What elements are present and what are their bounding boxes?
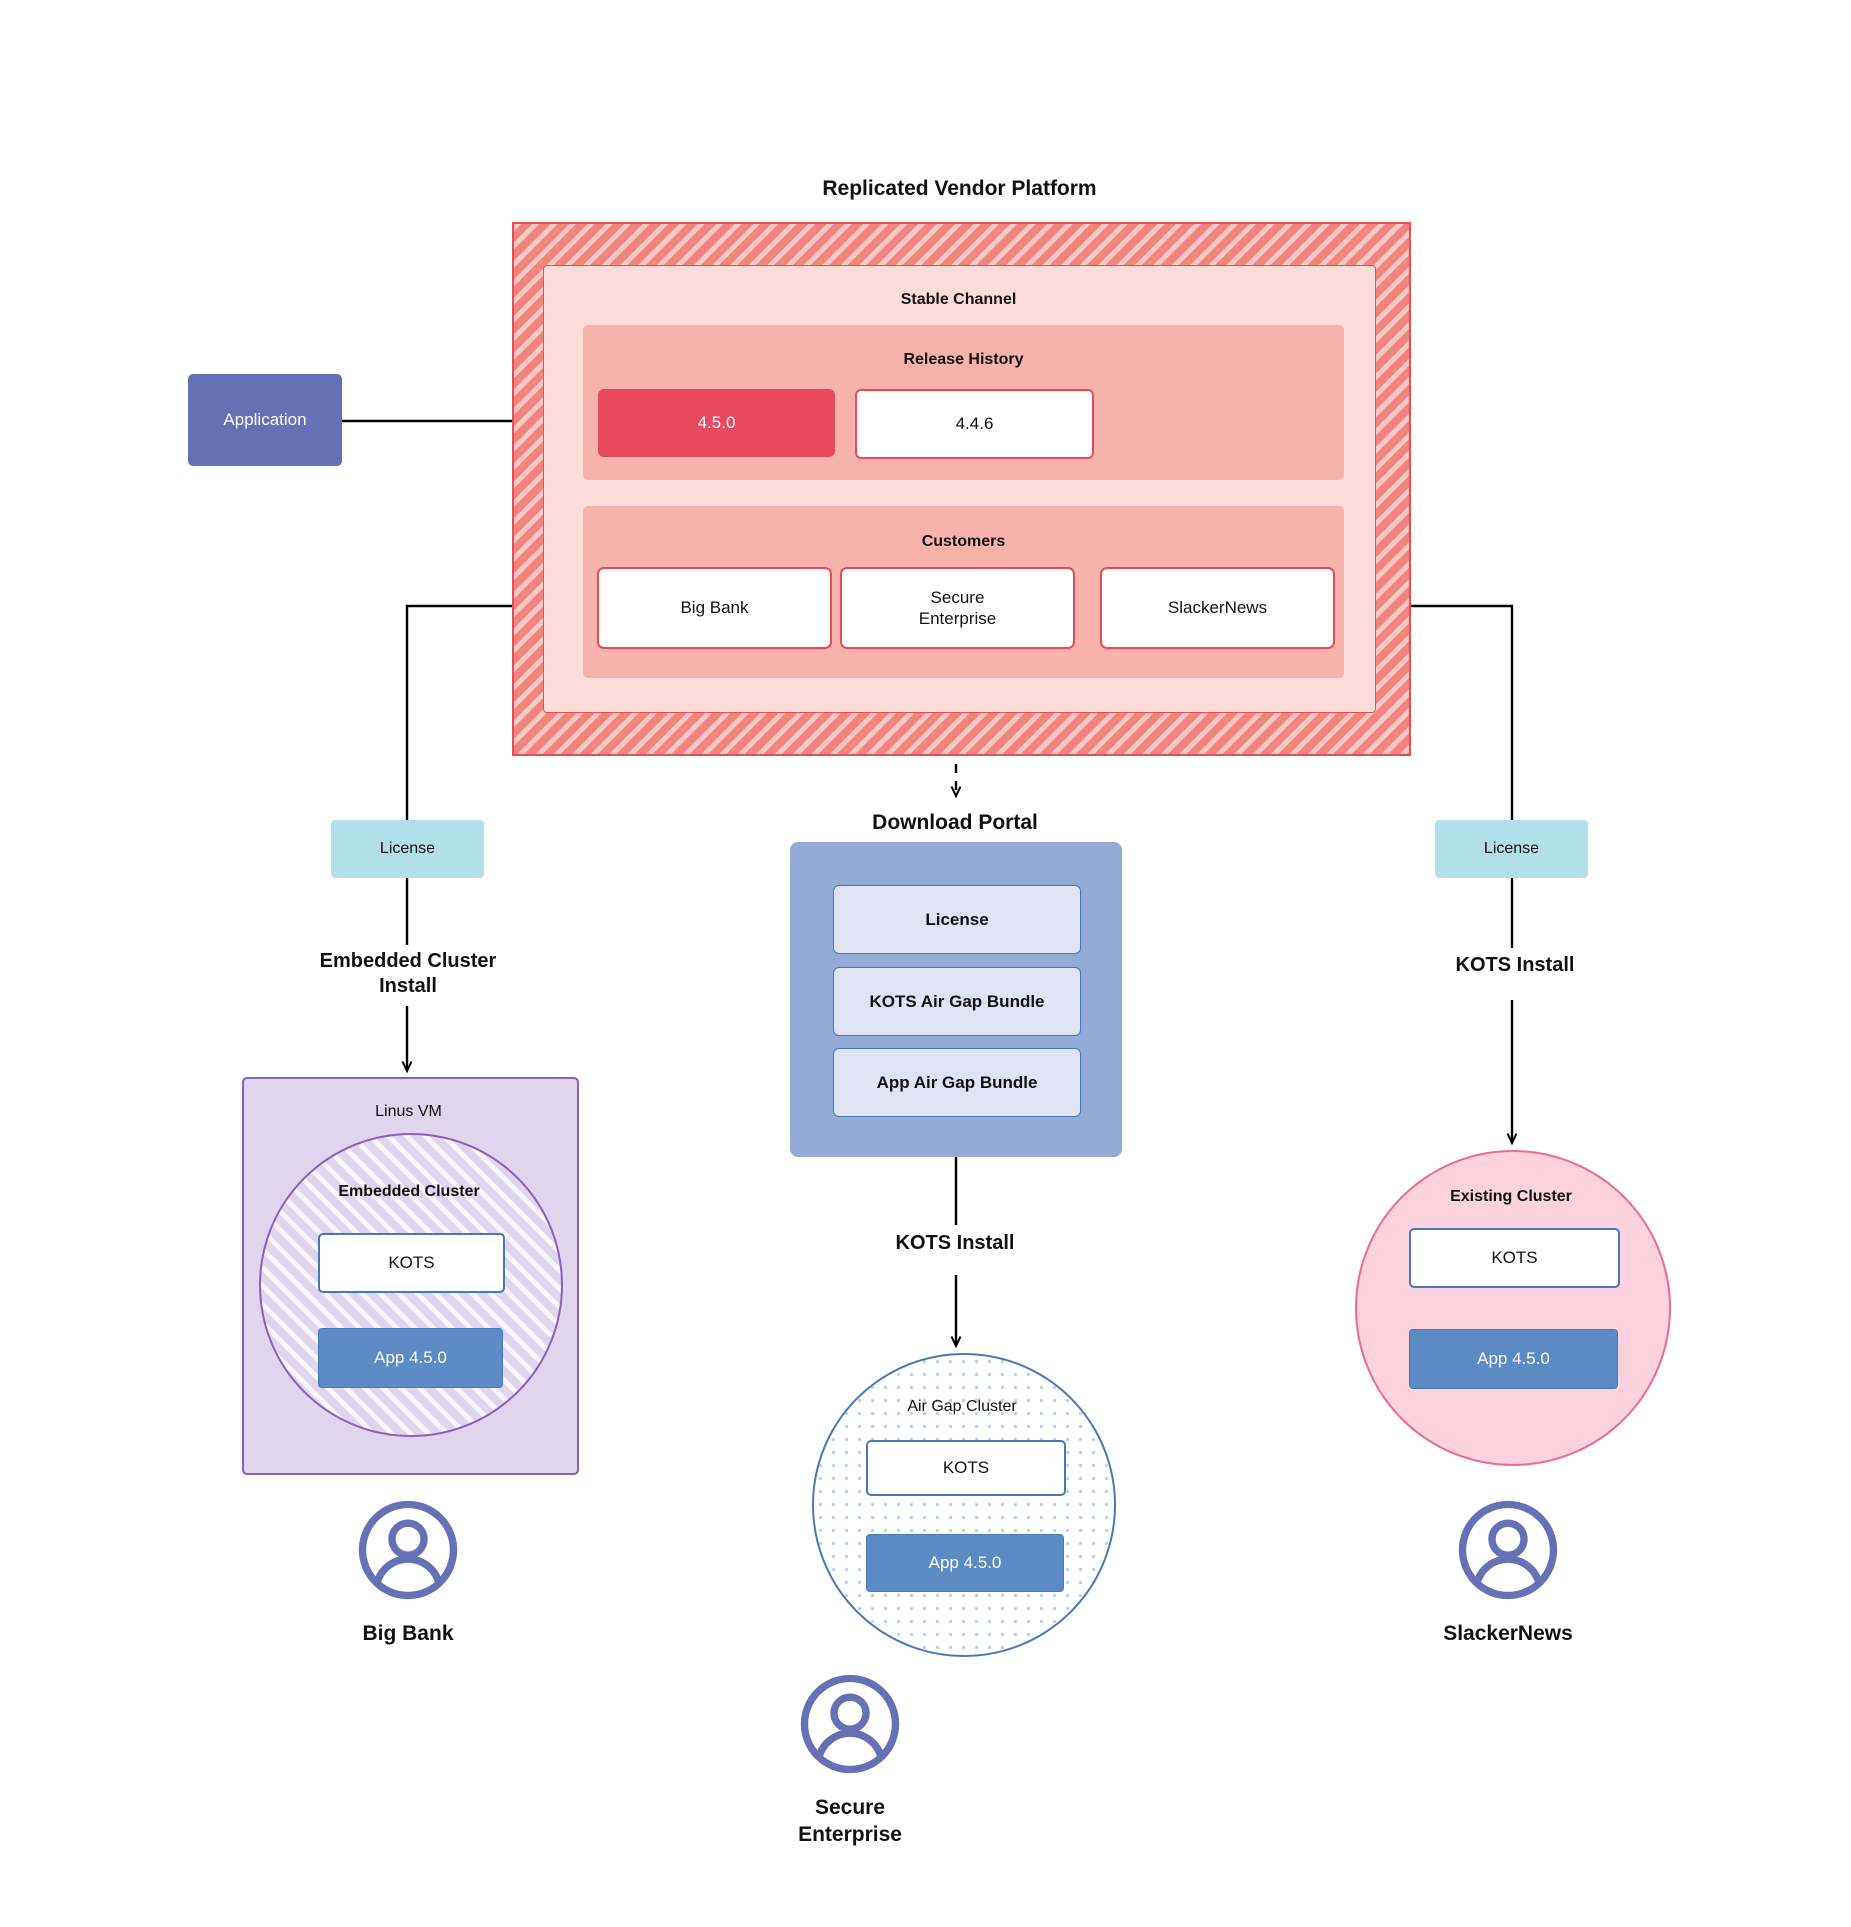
app-node-airgap[interactable]: App 4.5.0 — [866, 1534, 1064, 1592]
air-gap-cluster-circle — [812, 1353, 1116, 1657]
release-chip-previous[interactable]: 4.4.6 — [855, 389, 1094, 459]
app-node-embedded[interactable]: App 4.5.0 — [318, 1328, 503, 1388]
embedded-cluster-install-label: Embedded Cluster Install — [319, 950, 497, 997]
persona-label: Secure Enterprise — [798, 1796, 902, 1847]
kots-node-airgap[interactable]: KOTS — [866, 1440, 1066, 1496]
kots-install-label-right: KOTS Install — [1455, 953, 1575, 976]
existing-cluster-title: Existing Cluster — [1450, 1188, 1572, 1205]
stable-channel-title: Stable Channel — [900, 291, 1017, 308]
release-history-title: Release History — [903, 351, 1024, 368]
portal-item-kots-air-gap-bundle[interactable]: KOTS Air Gap Bundle — [833, 967, 1081, 1036]
persona-secure-enterprise: Secure Enterprise — [740, 1672, 960, 1849]
kots-node-existing[interactable]: KOTS — [1409, 1228, 1620, 1288]
linus-vm-title: Linus VM — [375, 1103, 442, 1120]
customer-chip-slackernews[interactable]: SlackerNews — [1100, 567, 1335, 649]
user-avatar-icon — [358, 1500, 458, 1600]
license-node-right[interactable]: License — [1435, 820, 1588, 878]
customers-title: Customers — [921, 533, 1006, 550]
embedded-cluster-title: Embedded Cluster — [338, 1183, 480, 1200]
download-portal-title: Download Portal — [872, 810, 1038, 834]
customer-chip-big-bank[interactable]: Big Bank — [597, 567, 832, 649]
customer-chip-secure-enterprise[interactable]: Secure Enterprise — [840, 567, 1075, 649]
application-node[interactable]: Application — [188, 374, 342, 466]
kots-node-embedded[interactable]: KOTS — [318, 1233, 505, 1293]
air-gap-cluster-title: Air Gap Cluster — [907, 1398, 1017, 1415]
persona-big-bank: Big Bank — [298, 1498, 518, 1647]
page-title: Replicated Vendor Platform — [822, 176, 1097, 200]
existing-cluster-circle — [1355, 1150, 1671, 1466]
app-node-existing[interactable]: App 4.5.0 — [1409, 1329, 1618, 1389]
license-node-left[interactable]: License — [331, 820, 484, 878]
release-chip-current[interactable]: 4.5.0 — [598, 389, 835, 457]
persona-label: Big Bank — [362, 1622, 454, 1645]
kots-install-label-middle: KOTS Install — [895, 1231, 1015, 1254]
portal-item-license[interactable]: License — [833, 885, 1081, 954]
portal-item-app-air-gap-bundle[interactable]: App Air Gap Bundle — [833, 1048, 1081, 1117]
user-avatar-icon — [1458, 1500, 1558, 1600]
persona-slackernews: SlackerNews — [1398, 1498, 1618, 1647]
user-avatar-icon — [800, 1674, 900, 1774]
persona-label: SlackerNews — [1443, 1622, 1573, 1645]
